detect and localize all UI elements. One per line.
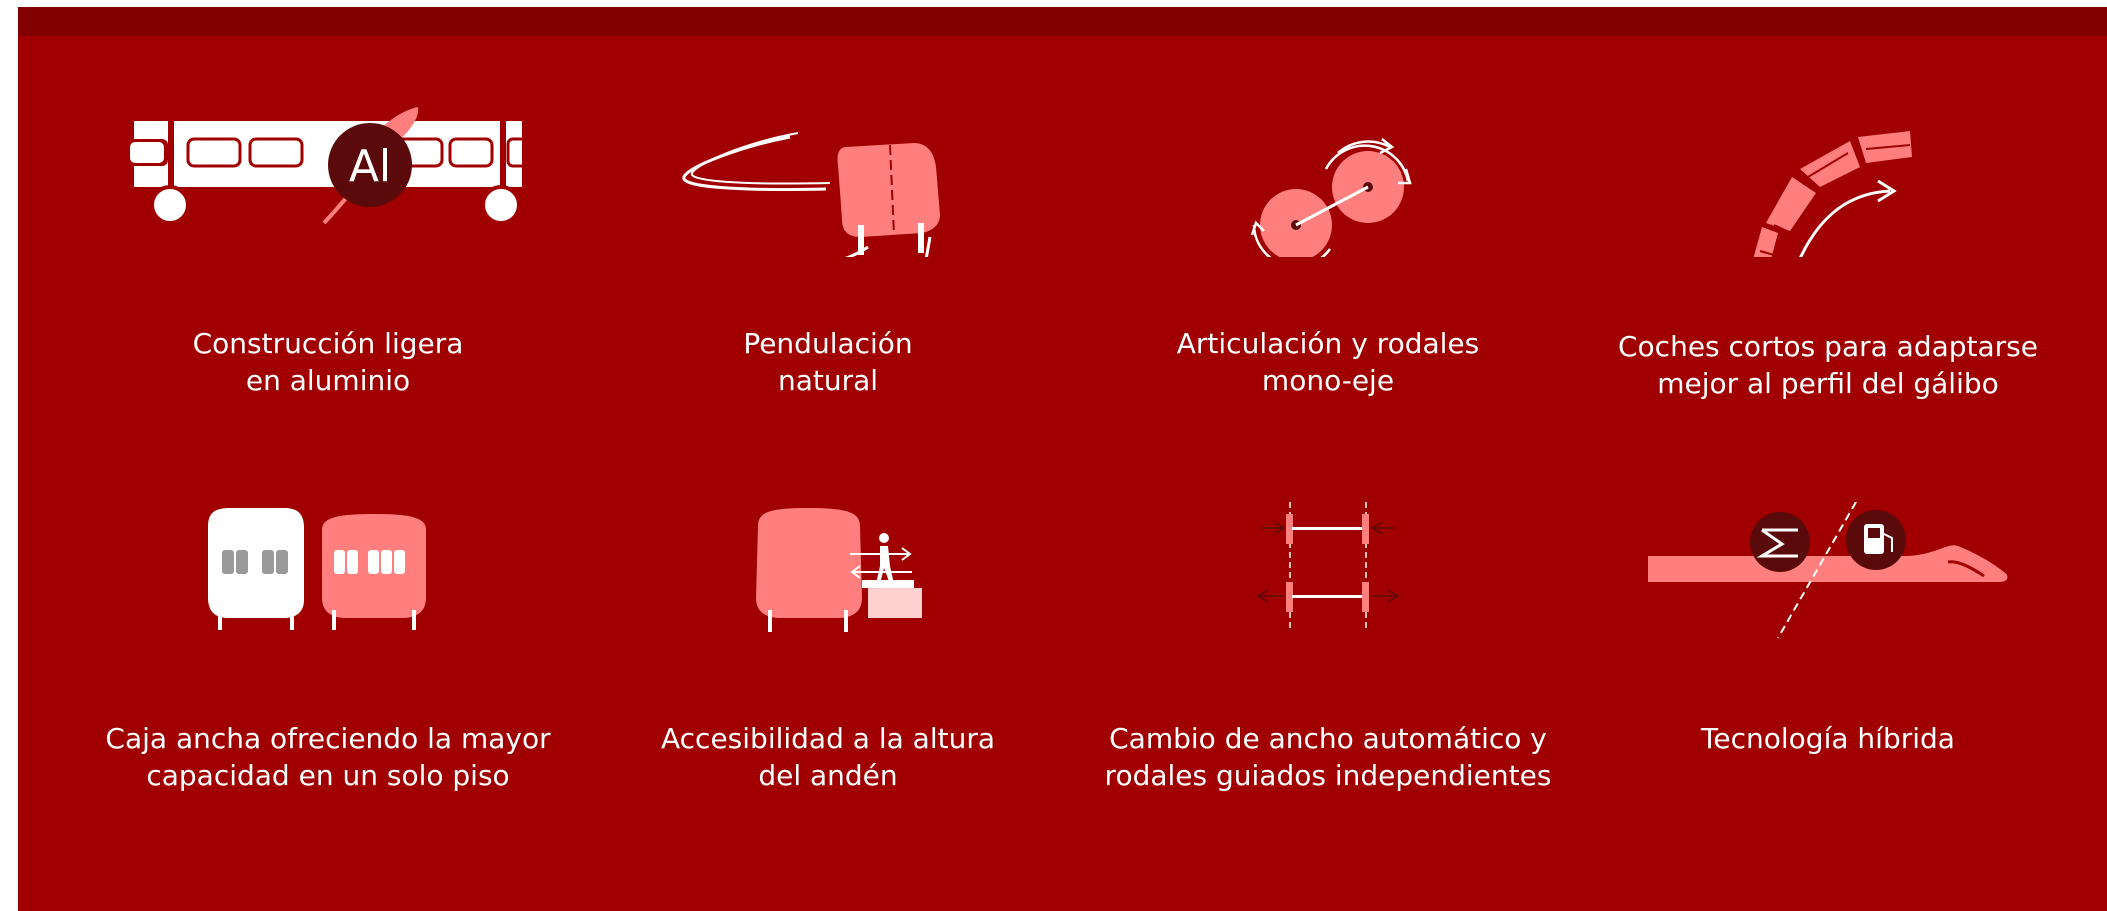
caption-line: capacidad en un solo piso <box>146 759 510 792</box>
caption-platform-accessibility: Accesibilidad a la altura del andén <box>588 720 1068 794</box>
caption-line: Pendulación <box>743 327 913 360</box>
platform-accessibility-icon <box>588 502 1068 652</box>
caption-wide-body: Caja ancha ofreciendo la mayor capacidad… <box>88 720 568 794</box>
wide-body-seats-icon <box>88 502 568 652</box>
caption-articulation-single-axle: Articulación y rodales mono-eje <box>1088 325 1568 399</box>
caption-short-cars: Coches cortos para adaptarse mejor al pe… <box>1588 328 2068 402</box>
caption-line: Cambio de ancho automático y <box>1109 722 1547 755</box>
caption-line: en aluminio <box>245 364 411 397</box>
caption-line: Articulación y rodales <box>1176 327 1480 360</box>
caption-line: mono-eje <box>1261 364 1395 397</box>
caption-line: Coches cortos para adaptarse <box>1618 330 2038 363</box>
caption-line: Caja ancha ofreciendo la mayor <box>105 722 551 755</box>
caption-line: Construcción ligera <box>192 327 464 360</box>
caption-gauge-change: Cambio de ancho automático y rodales gui… <box>1088 720 1568 794</box>
caption-line: natural <box>777 364 879 397</box>
articulated-wheels-icon <box>1088 107 1568 257</box>
caption-line: rodales guiados independientes <box>1104 759 1552 792</box>
aluminium-symbol: Al <box>349 141 391 192</box>
caption-line: Tecnología híbrida <box>1701 722 1955 755</box>
caption-line: del andén <box>758 759 898 792</box>
tilting-car-icon <box>588 107 1068 257</box>
hybrid-technology-icon <box>1588 502 2068 652</box>
caption-natural-tilting: Pendulación natural <box>588 325 1068 399</box>
caption-line: Accesibilidad a la altura <box>661 722 995 755</box>
short-cars-curve-icon <box>1588 107 2068 257</box>
features-panel: Al Construcción ligera en aluminio Pendu… <box>18 7 2107 911</box>
top-bar <box>18 7 2107 36</box>
caption-hybrid-technology: Tecnología híbrida <box>1588 720 2068 757</box>
caption-aluminium-construction: Construcción ligera en aluminio <box>88 325 568 399</box>
caption-line: mejor al perfil del gálibo <box>1657 367 1999 400</box>
gauge-change-icon <box>1088 502 1568 652</box>
aluminium-railcar-icon: Al <box>88 107 568 257</box>
